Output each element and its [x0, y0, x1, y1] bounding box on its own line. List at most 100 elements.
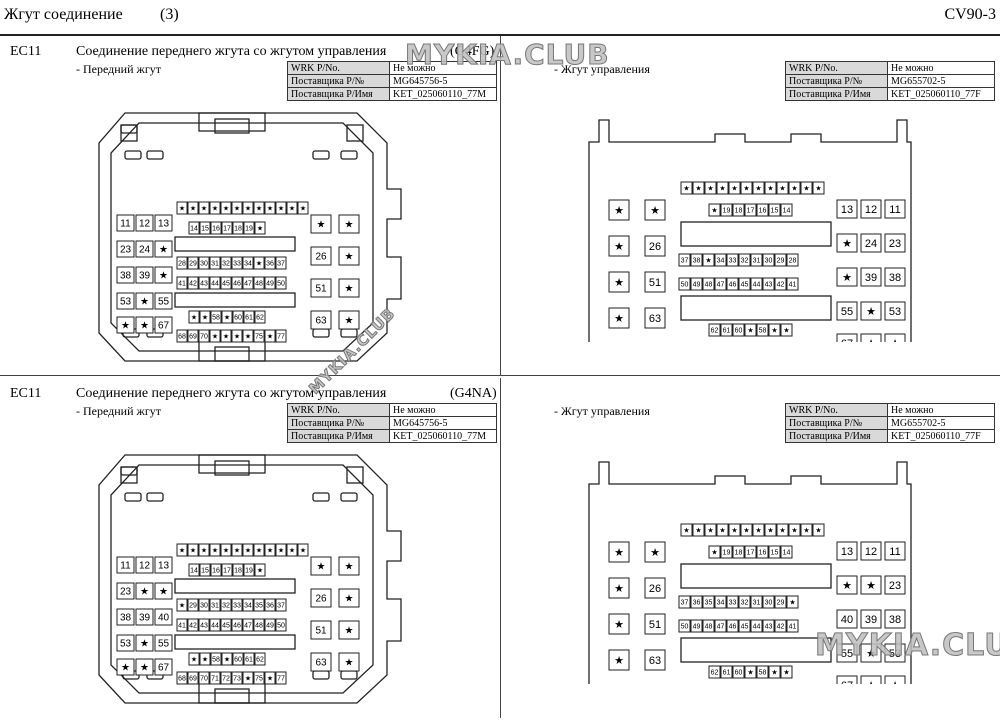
pin-label: 30 [200, 603, 208, 610]
pin-cell: ★ [680, 181, 693, 195]
pin-label: ★ [267, 675, 273, 683]
pin-label: ★ [866, 680, 876, 684]
pin-label: ★ [345, 252, 354, 263]
pin-cell: 50 [678, 277, 691, 291]
pin-cell: ★ [608, 649, 630, 671]
pin-label: 39 [139, 613, 151, 624]
pin-cell: 77 [275, 671, 287, 685]
pin-cell: ★ [176, 598, 188, 612]
pin-label: ★ [234, 547, 240, 555]
pin-cell: 51 [310, 278, 332, 298]
pin-cell: ★ [860, 333, 882, 342]
pin-label: ★ [212, 333, 218, 341]
pin-label: 31 [211, 261, 219, 268]
pin-label: 28 [178, 261, 186, 268]
pin-cell: 32 [738, 253, 751, 267]
pin-label: 62 [711, 328, 719, 335]
pin-cell: 26 [310, 246, 332, 266]
pin-cell: ★ [884, 333, 906, 342]
pin-label: 15 [771, 208, 779, 215]
pin-cell: ★ [744, 323, 757, 337]
pin-cell: 38 [690, 253, 703, 267]
pin-label: 43 [200, 623, 208, 630]
pin-label: ★ [257, 225, 263, 233]
pin-label: ★ [245, 547, 251, 555]
pin-label: ★ [191, 314, 197, 322]
pin-cell: ★ [209, 543, 221, 557]
pin-label: 12 [139, 219, 151, 230]
pin-label: 53 [889, 648, 901, 660]
pin-label: ★ [755, 185, 761, 193]
pin-cell: 33 [726, 253, 739, 267]
pin-cell: ★ [135, 658, 154, 676]
pin-cell: ★ [708, 545, 721, 559]
pin-label: ★ [783, 327, 789, 335]
pin-cell: 62 [708, 323, 721, 337]
pin-label: 38 [693, 258, 701, 265]
pin-cell: 17 [744, 545, 757, 559]
pin-label: ★ [289, 547, 295, 555]
pin-label: 45 [741, 282, 749, 289]
pin-label: ★ [866, 338, 876, 342]
pin-label: 43 [765, 282, 773, 289]
pin-label: 73 [233, 676, 241, 683]
pin-cell: 48 [702, 277, 715, 291]
pin-label: ★ [159, 587, 168, 598]
pin-cell: ★ [188, 652, 200, 666]
pin-label: 29 [189, 261, 197, 268]
pin-label: 16 [212, 226, 220, 233]
pin-cell: 44 [209, 618, 221, 632]
pin-label: ★ [866, 648, 876, 660]
pin-cell: ★ [704, 181, 717, 195]
pin-label: ★ [278, 205, 284, 213]
pin-cell: 46 [726, 619, 739, 633]
left-label: - Передний жгут [76, 62, 161, 76]
pin-cell: ★ [242, 201, 254, 215]
pin-cell: 38 [116, 266, 135, 284]
pin-cell: 34 [714, 595, 727, 609]
pin-cell: ★ [768, 665, 781, 679]
pin-label: 51 [315, 284, 327, 295]
control-harness-connector: ★★★26★51★63131211★★2340393855★5367★★★★★★… [585, 454, 915, 684]
pin-label: ★ [223, 547, 229, 555]
connector-inner-outline [110, 464, 374, 694]
pin-cell: 14 [188, 221, 200, 235]
pin-cell: 35 [253, 598, 265, 612]
pin-label: ★ [245, 675, 251, 683]
pin-cell: ★ [644, 199, 666, 221]
pin-label: 63 [649, 655, 661, 667]
pin-label: 30 [200, 261, 208, 268]
pin-label: ★ [257, 567, 263, 575]
pin-label: 32 [741, 258, 749, 265]
pin-cell: 60 [732, 323, 745, 337]
pin-label: ★ [614, 313, 624, 325]
pin-label: 17 [747, 550, 755, 557]
pin-cell: 60 [232, 652, 244, 666]
pin-label: ★ [256, 205, 262, 213]
pin-cell: 38 [116, 608, 135, 626]
pin-label: 38 [889, 272, 901, 284]
pin-cell: 55 [836, 301, 858, 321]
pin-label: 33 [233, 603, 241, 610]
pin-label: ★ [223, 333, 229, 341]
pin-cell: ★ [608, 235, 630, 257]
pin-cell: 15 [199, 563, 211, 577]
pin-cell: ★ [176, 201, 188, 215]
pin-label: ★ [121, 663, 130, 674]
pin-cell: 12 [860, 541, 882, 561]
pin-label: 44 [211, 623, 219, 630]
header-model: CV90-3 [944, 6, 996, 23]
pin-label: ★ [743, 527, 749, 535]
pin-label: ★ [842, 580, 852, 592]
pin-label: ★ [614, 619, 624, 631]
pin-label: 14 [190, 568, 198, 575]
pin-cell: 43 [198, 276, 210, 290]
pin-cell: 58 [756, 323, 769, 337]
pin-cell: ★ [310, 556, 332, 576]
pin-cell: ★ [275, 543, 287, 557]
pin-cell: 63 [644, 307, 666, 329]
pin-label: ★ [743, 185, 749, 193]
key-slot [340, 150, 358, 160]
pin-cell: ★ [297, 543, 309, 557]
